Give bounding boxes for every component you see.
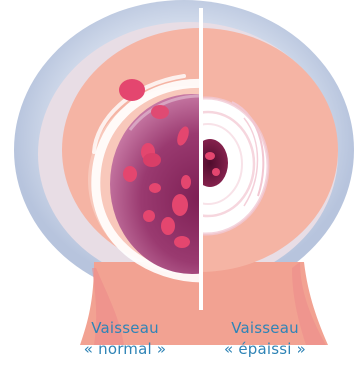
thickened-caption-line2: « épaissi » [202,339,328,360]
thickened-vessel-caption: Vaisseau « épaissi » [202,318,328,360]
normal-caption-line1: Vaisseau [62,318,188,339]
divider-line [199,8,203,310]
thickened-caption-line1: Vaisseau [202,318,328,339]
normal-caption-line2: « normal » [62,339,188,360]
normal-vessel-caption: Vaisseau « normal » [62,318,188,360]
